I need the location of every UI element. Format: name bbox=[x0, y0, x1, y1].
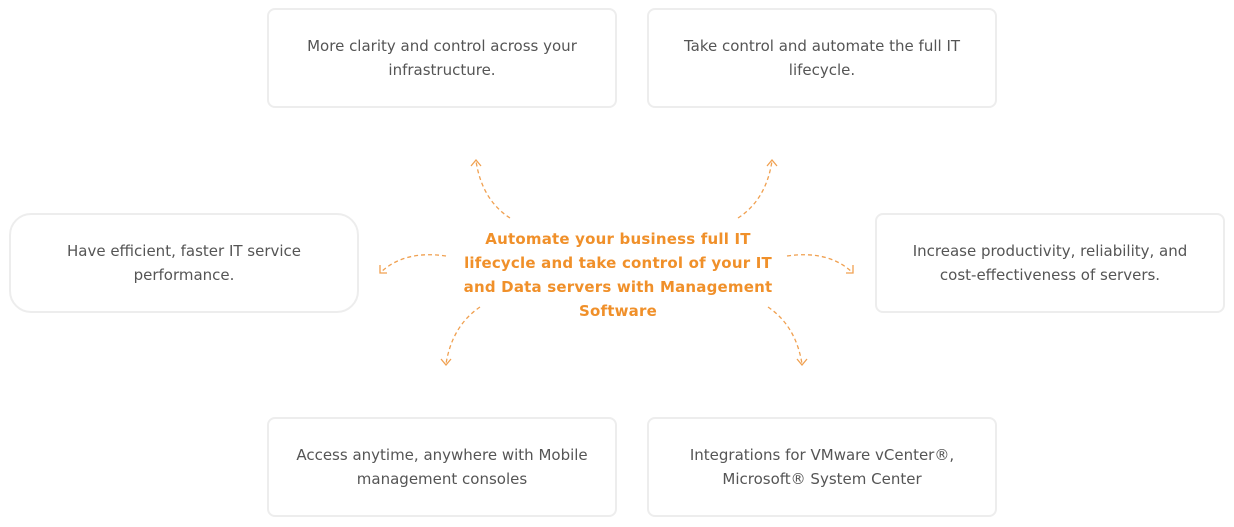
benefit-text: Integrations for VMware vCenter®, Micros… bbox=[689, 446, 955, 488]
benefit-card-top-left: More clarity and control across your inf… bbox=[267, 8, 617, 108]
arrow-left-icon bbox=[379, 254, 447, 274]
benefit-card-bottom-left: Access anytime, anywhere with Mobile man… bbox=[267, 417, 617, 517]
benefit-text: Have efficient, faster IT service perfor… bbox=[66, 242, 302, 284]
benefit-card-mid-left: Have efficient, faster IT service perfor… bbox=[9, 213, 359, 313]
benefit-card-mid-right: Increase productivity, reliability, and … bbox=[875, 213, 1225, 313]
benefit-text: Increase productivity, reliability, and … bbox=[912, 242, 1188, 284]
arrow-up-right-icon bbox=[737, 158, 778, 219]
benefit-card-bottom-right: Integrations for VMware vCenter®, Micros… bbox=[647, 417, 997, 517]
arrow-up-left-icon bbox=[470, 158, 511, 219]
central-statement: Automate your business full IT lifecycle… bbox=[463, 230, 773, 320]
benefit-text: More clarity and control across your inf… bbox=[307, 37, 577, 79]
benefit-text: Take control and automate the full IT li… bbox=[683, 37, 961, 79]
benefit-text: Access anytime, anywhere with Mobile man… bbox=[296, 446, 588, 488]
arrow-right-icon bbox=[786, 254, 854, 274]
benefit-card-top-right: Take control and automate the full IT li… bbox=[647, 8, 997, 108]
